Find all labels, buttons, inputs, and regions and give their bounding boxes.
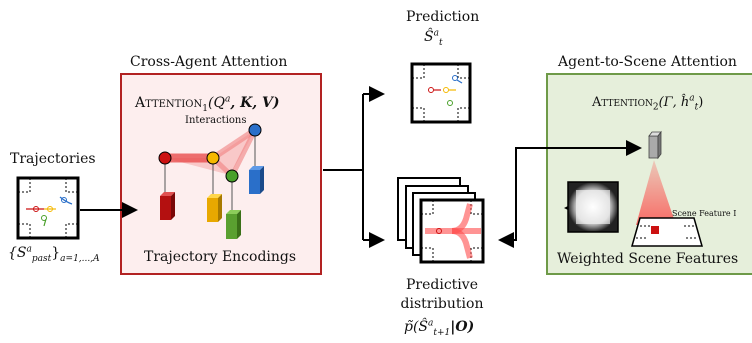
prediction-title: Prediction	[406, 9, 480, 25]
attention1-rest: , K, V)	[230, 95, 280, 111]
interactions-label: Interactions	[185, 115, 247, 126]
agent-node-red	[158, 151, 172, 165]
attention1-sup: a	[224, 94, 231, 105]
past-set-sub: past	[31, 253, 52, 264]
attention1-sub: 1	[202, 103, 208, 114]
prediction-sup: a	[433, 28, 439, 39]
scene-feature-map	[631, 217, 703, 247]
attention-cone	[636, 160, 676, 225]
attention1-args: (Q	[208, 95, 225, 111]
past-set-index: a=1,...,A	[60, 253, 100, 264]
predictive-formula-rest: |O)	[450, 319, 475, 335]
prediction-symbol-label: Ŝat	[424, 28, 443, 47]
predictive-formula: p̃(Ŝ	[404, 319, 429, 335]
trajectories-label: Trajectories	[10, 151, 96, 167]
distribution-stack	[397, 177, 485, 264]
encoding-bar-green	[226, 210, 241, 239]
scene-query-block	[648, 130, 662, 160]
past-set-sup: a	[26, 244, 32, 255]
predictive-formula-label: p̃(Ŝat+1|O)	[404, 318, 475, 337]
agent-scene-title: Agent-to-Scene Attention	[558, 54, 737, 70]
agent-node-blue	[248, 123, 262, 137]
predictive-formula-sub: t+1	[433, 327, 451, 338]
predictive-formula-sup: a	[428, 318, 434, 329]
cross-agent-title: Cross-Agent Attention	[130, 54, 288, 70]
encoding-bar-yellow	[207, 194, 222, 222]
prediction-map	[410, 62, 472, 124]
trajectories-map	[16, 176, 80, 240]
attention2-sub: 2	[652, 102, 659, 113]
prediction-symbol: Ŝ	[424, 29, 434, 45]
attention2-prefix: Attention	[592, 95, 653, 110]
encoding-bar-blue	[249, 166, 264, 194]
attention2-sub2: t	[694, 102, 699, 113]
attention2-label: Attention2(Γ, ĥat)	[592, 93, 704, 113]
weighted-heatmap	[567, 181, 619, 233]
cross-agent-panel	[120, 73, 322, 275]
predictive-line2: distribution	[400, 296, 484, 312]
attention1-prefix: Attention	[135, 95, 203, 111]
prediction-sub: t	[438, 37, 443, 48]
encoding-bar-red	[160, 192, 175, 220]
past-set-symbol: {S	[8, 245, 27, 261]
agent-node-yellow	[206, 151, 220, 165]
attention2-sup: a	[689, 93, 695, 104]
weighted-scene-label: Weighted Scene Features	[557, 251, 739, 267]
scene-feature-label: Scene Feature I	[672, 209, 737, 218]
predictive-line1: Predictive	[406, 277, 478, 293]
attention1-label: Attention1(Qa, K, V)	[135, 94, 280, 113]
agent-node-green	[225, 169, 239, 183]
trajectory-encodings-label: Trajectory Encodings	[144, 249, 297, 265]
past-set-label: {Sapast}a=1,...,A	[8, 244, 100, 264]
attention2-args: (Γ, ĥ	[658, 95, 690, 110]
